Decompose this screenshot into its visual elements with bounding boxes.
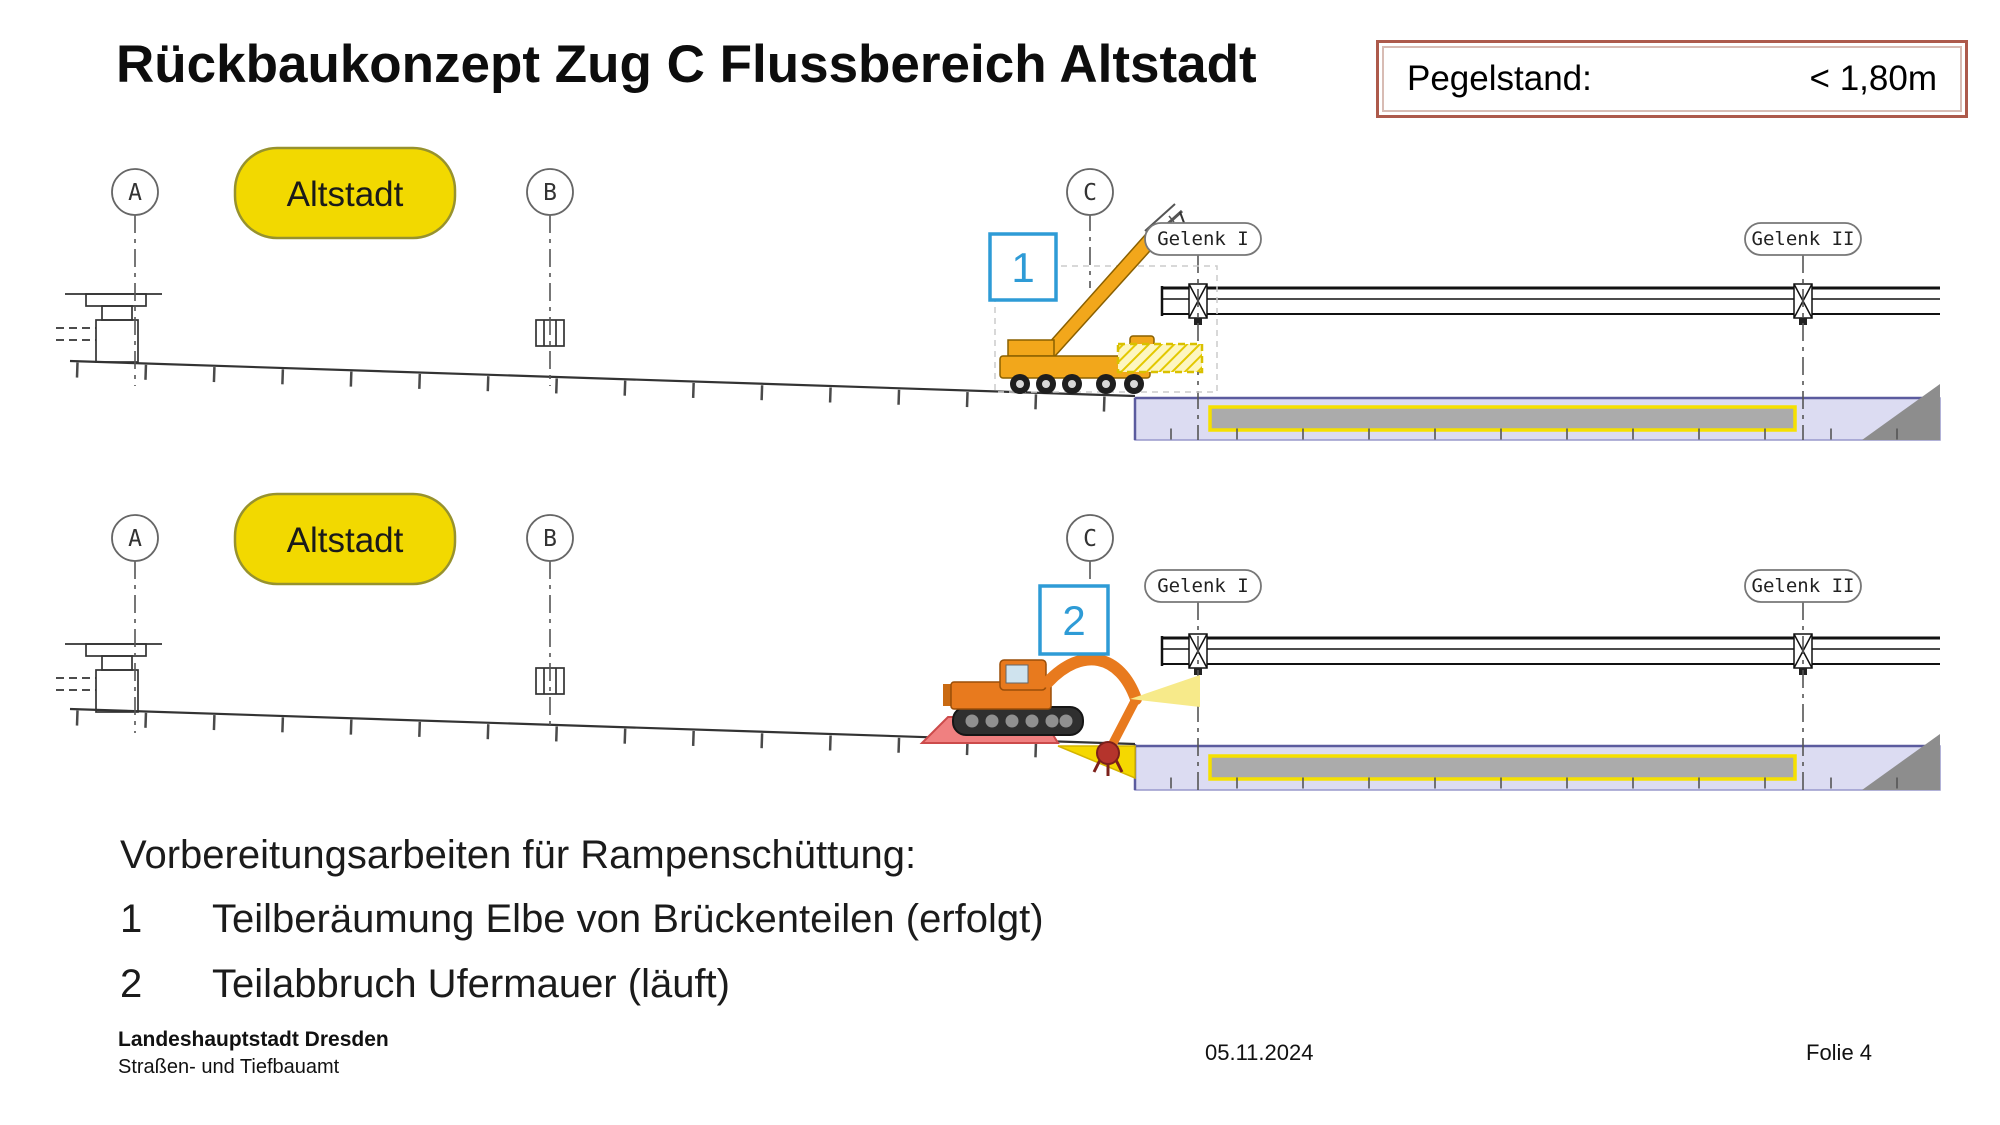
water-level-value: < 1,80m <box>1809 59 1937 98</box>
axis-a-letter: A <box>128 180 142 206</box>
gelenk-1-label: Gelenk I <box>1144 222 1262 256</box>
footer-org-dept: Straßen- und Tiefbauamt <box>118 1056 340 1079</box>
excavator-road-wheels <box>965 714 1073 728</box>
crane-clipart-frame <box>994 265 1218 393</box>
gelenk-2-label: Gelenk II <box>1744 222 1862 256</box>
pier-symbol-b <box>535 667 565 695</box>
gelenk-2-label: Gelenk II <box>1744 569 1862 603</box>
axis-a-letter: A <box>128 526 142 552</box>
gelenk-1-text: Gelenk I <box>1157 575 1249 597</box>
river-area <box>1133 384 1941 441</box>
abutment <box>56 643 162 713</box>
step-marker-2: 2 <box>1038 584 1110 656</box>
footer-date: 05.11.2024 <box>1205 1040 1314 1065</box>
bridge-deck <box>1160 633 1940 675</box>
slide-title: Rückbaukonzept Zug C Flussbereich Altsta… <box>116 35 1257 94</box>
note-1-number: 1 <box>120 897 143 941</box>
axis-b-letter: B <box>543 526 557 552</box>
cross-section-step-1: A B C Altstadt Gelenk I Gelenk II 1 <box>56 146 1941 441</box>
note-item-2: 2 Teilabbruch Ufermauer (läuft) <box>120 962 730 1007</box>
notes-heading: Vorbereitungsarbeiten für Rampenschüttun… <box>120 833 917 877</box>
excavator-grapple <box>1092 741 1124 776</box>
step-marker-2-number: 2 <box>1062 597 1085 644</box>
footer-organisation: Landeshauptstadt Dresden Straßen- und Ti… <box>118 1026 389 1081</box>
water-level-label: Pegelstand: <box>1407 59 1592 98</box>
removed-bridge-segment <box>1116 342 1204 374</box>
axis-b-marker: B <box>526 168 574 216</box>
axis-a-marker: A <box>111 168 159 216</box>
altstadt-badge: Altstadt <box>233 146 457 240</box>
ground-line <box>69 359 1136 398</box>
river-bank <box>1862 734 1940 790</box>
gelenk-2-text: Gelenk II <box>1752 228 1855 250</box>
water-level-box: Pegelstand: < 1,80m <box>1376 40 1968 118</box>
mobile-crane <box>994 203 1218 394</box>
river-bank <box>1862 384 1940 440</box>
station-ticks-ground <box>75 362 1133 413</box>
note-item-1: 1 Teilberäumung Elbe von Brückenteilen (… <box>120 897 1044 942</box>
step-marker-1: 1 <box>988 232 1058 302</box>
footer-slide-number: Folie 4 <box>1806 1040 1873 1065</box>
altstadt-badge: Altstadt <box>233 492 457 586</box>
axis-c-marker: C <box>1066 514 1114 562</box>
crane-wheels <box>1010 374 1144 394</box>
bridge-deck <box>1160 283 1940 325</box>
gelenk-2-text: Gelenk II <box>1752 575 1855 597</box>
axis-b-letter: B <box>543 180 557 206</box>
excavator-boom <box>1042 653 1142 705</box>
altstadt-label: Altstadt <box>287 175 404 214</box>
crane-turret <box>1007 339 1055 357</box>
abutment <box>56 293 162 363</box>
note-2-text: Teilabbruch Ufermauer (läuft) <box>212 962 730 1006</box>
step-marker-1-number: 1 <box>1011 244 1034 291</box>
submerged-bridge-beam <box>1208 405 1797 432</box>
altstadt-label: Altstadt <box>287 521 404 560</box>
gelenk-1-label: Gelenk I <box>1144 569 1262 603</box>
axis-c-letter: C <box>1083 180 1097 206</box>
submerged-bridge-beam <box>1208 754 1797 781</box>
axis-b-marker: B <box>526 514 574 562</box>
axis-a-marker: A <box>111 514 159 562</box>
footer-org-name: Landeshauptstadt Dresden <box>118 1028 389 1051</box>
work-cone <box>1130 675 1200 707</box>
axis-c-letter: C <box>1083 526 1097 552</box>
cross-section-step-2: A B C Altstadt Gelenk I Gelenk II 2 <box>56 492 1941 791</box>
excavator-window <box>1005 664 1029 684</box>
gelenk-1-text: Gelenk I <box>1157 228 1249 250</box>
note-2-number: 2 <box>120 962 143 1006</box>
excavator-stick <box>1105 694 1141 754</box>
river-area <box>1133 734 1941 791</box>
note-1-text: Teilberäumung Elbe von Brückenteilen (er… <box>212 897 1044 941</box>
axis-c-marker: C <box>1066 168 1114 216</box>
excavator <box>943 653 1142 776</box>
